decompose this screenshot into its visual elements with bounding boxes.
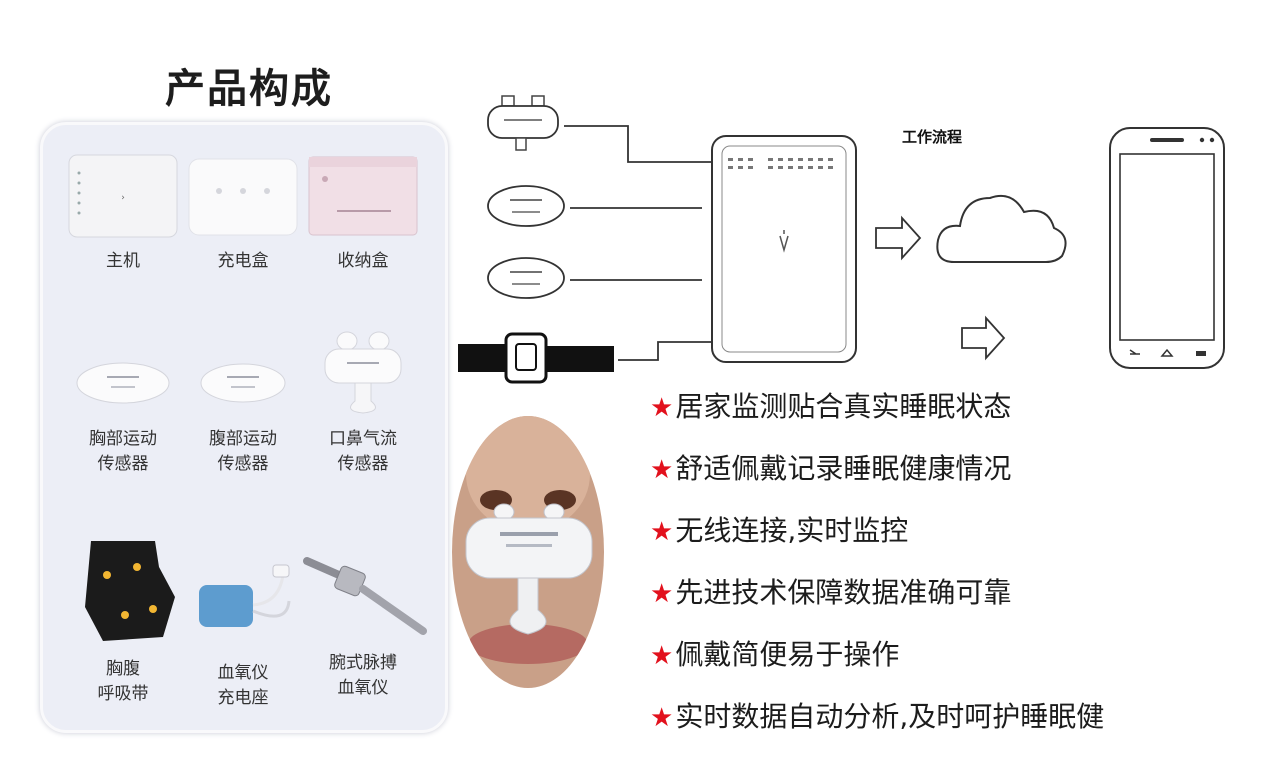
chest-sensor-icon [76, 362, 170, 404]
star-icon: ★ [650, 703, 674, 733]
feature-item: ★实时数据自动分析,及时呵护睡眠健 [650, 686, 1104, 748]
item-label-chest-sensor: 胸部运动 传感器 [89, 429, 157, 474]
workflow-label: 工作流程 [902, 128, 963, 146]
wrist-oximeter-thumb-icon [458, 332, 614, 384]
item-label-charging-box: 充电盒 [217, 251, 269, 271]
item-label-breathing-belt: 胸腹 呼吸带 [97, 659, 149, 704]
item-airflow-sensor: 口鼻气流 传感器 [298, 325, 428, 477]
smartphone-icon [1109, 127, 1225, 369]
abdomen-sensor-thumb-icon [487, 257, 565, 299]
airflow-sensor-icon [324, 331, 402, 414]
star-icon: ★ [650, 579, 674, 609]
item-storage-box: 收纳盒 [298, 153, 428, 274]
charging-box-icon [188, 158, 298, 236]
feature-item: ★居家监测贴合真实睡眠状态 [650, 376, 1104, 438]
nose-photo [452, 416, 604, 688]
wrist-oximeter-icon [303, 557, 427, 635]
item-abdomen-sensor: 腹部运动 传感器 [178, 347, 308, 477]
feature-item: ★先进技术保障数据准确可靠 [650, 562, 1104, 624]
oximeter-dock-icon [199, 564, 291, 627]
star-icon: ★ [650, 517, 674, 547]
item-label-abdomen-sensor: 腹部运动 传感器 [209, 429, 277, 474]
product-panel: › 主机 充电盒 收纳盒 胸部运动 传感器 腹 [40, 122, 448, 733]
item-wrist-oximeter: 腕式脉搏 血氧仪 [298, 545, 428, 701]
feature-text: 先进技术保障数据准确可靠 [675, 576, 1012, 609]
arrow-right-icon [961, 315, 1006, 361]
star-icon: ★ [650, 393, 674, 423]
feature-list: ★居家监测贴合真实睡眠状态 ★舒适佩戴记录睡眠健康情况 ★无线连接,实时监控 ★… [650, 376, 1104, 748]
feature-item: ★无线连接,实时监控 [650, 500, 1104, 562]
arrow-right-icon [875, 215, 922, 261]
item-chest-sensor: 胸部运动 传感器 [58, 347, 188, 477]
product-section-title: 产品构成 [165, 66, 333, 112]
item-charging-box: 充电盒 [178, 153, 308, 274]
workflow-diagram [458, 95, 1225, 384]
feature-text: 佩戴简便易于操作 [675, 638, 900, 671]
breathing-belt-icon [85, 541, 175, 641]
feature-item: ★佩戴简便易于操作 [650, 624, 1104, 686]
feature-text: 无线连接,实时监控 [675, 514, 909, 547]
host-device-icon: › [68, 154, 178, 238]
cloud-icon [936, 194, 1067, 263]
airflow-sensor-thumb-icon [487, 95, 559, 151]
feature-text: 实时数据自动分析,及时呵护睡眠健 [675, 700, 1105, 733]
item-host: › 主机 [58, 153, 188, 274]
feature-text: 舒适佩戴记录睡眠健康情况 [675, 452, 1012, 485]
item-label-storage-box: 收纳盒 [337, 251, 389, 271]
feature-item: ★舒适佩戴记录睡眠健康情况 [650, 438, 1104, 500]
hub-device-icon [711, 135, 857, 363]
item-label-host: 主机 [106, 251, 140, 271]
storage-box-icon [308, 156, 418, 236]
item-label-oximeter-dock: 血氧仪 充电座 [217, 663, 269, 708]
feature-text: 居家监测贴合真实睡眠状态 [675, 390, 1012, 423]
svg-text:›: › [121, 193, 125, 203]
item-label-wrist-oximeter: 腕式脉搏 血氧仪 [329, 653, 397, 698]
abdomen-sensor-icon [200, 363, 286, 403]
item-label-airflow-sensor: 口鼻气流 传感器 [329, 429, 397, 474]
star-icon: ★ [650, 641, 674, 671]
item-breathing-belt: 胸腹 呼吸带 [58, 537, 188, 707]
star-icon: ★ [650, 455, 674, 485]
item-oximeter-dock: 血氧仪 充电座 [178, 555, 308, 711]
chest-sensor-thumb-icon [487, 185, 565, 227]
